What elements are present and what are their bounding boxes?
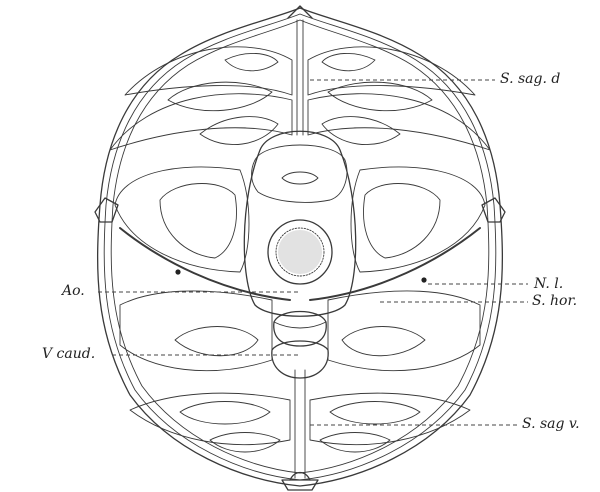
myomeres-lower-left <box>120 291 290 452</box>
ventral-septum <box>295 370 305 478</box>
label-s-sag-v: S. sag v. <box>522 417 580 431</box>
dorsal-septum <box>297 20 303 135</box>
label-ao: Ao. <box>62 284 85 298</box>
label-s-hor: S. hor. <box>532 294 577 308</box>
myomeres-lower-right <box>310 291 480 452</box>
label-s-sag-d: S. sag. d <box>500 72 560 86</box>
myomeres-upper-right <box>308 47 490 150</box>
aorta-vein <box>272 312 328 379</box>
label-n-l: N. l. <box>534 277 563 291</box>
label-v-caud: V caud. <box>42 347 95 361</box>
vertebral-column <box>244 131 355 316</box>
myomeres-upper-left <box>110 47 292 150</box>
